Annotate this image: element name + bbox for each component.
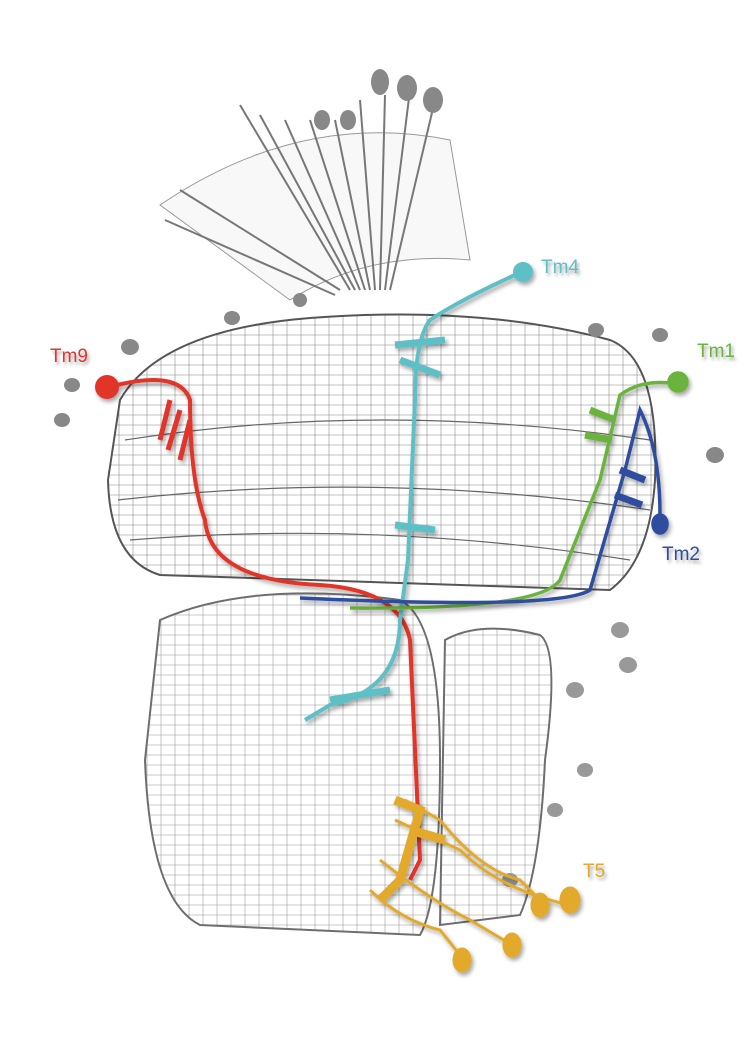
label-tm1: Tm1 — [697, 341, 735, 362]
label-tm2: Tm2 — [662, 544, 700, 565]
tm2-neuron — [299, 404, 669, 605]
t5-neurons — [368, 795, 581, 973]
tm4-neuron — [303, 262, 533, 722]
medulla — [54, 293, 724, 592]
lamina — [159, 69, 471, 301]
label-tm9: Tm9 — [50, 346, 88, 367]
label-t5: T5 — [583, 861, 606, 882]
tm9-neuron — [95, 375, 423, 881]
tm1-neuron — [349, 371, 689, 610]
label-tm4: Tm4 — [541, 257, 579, 278]
